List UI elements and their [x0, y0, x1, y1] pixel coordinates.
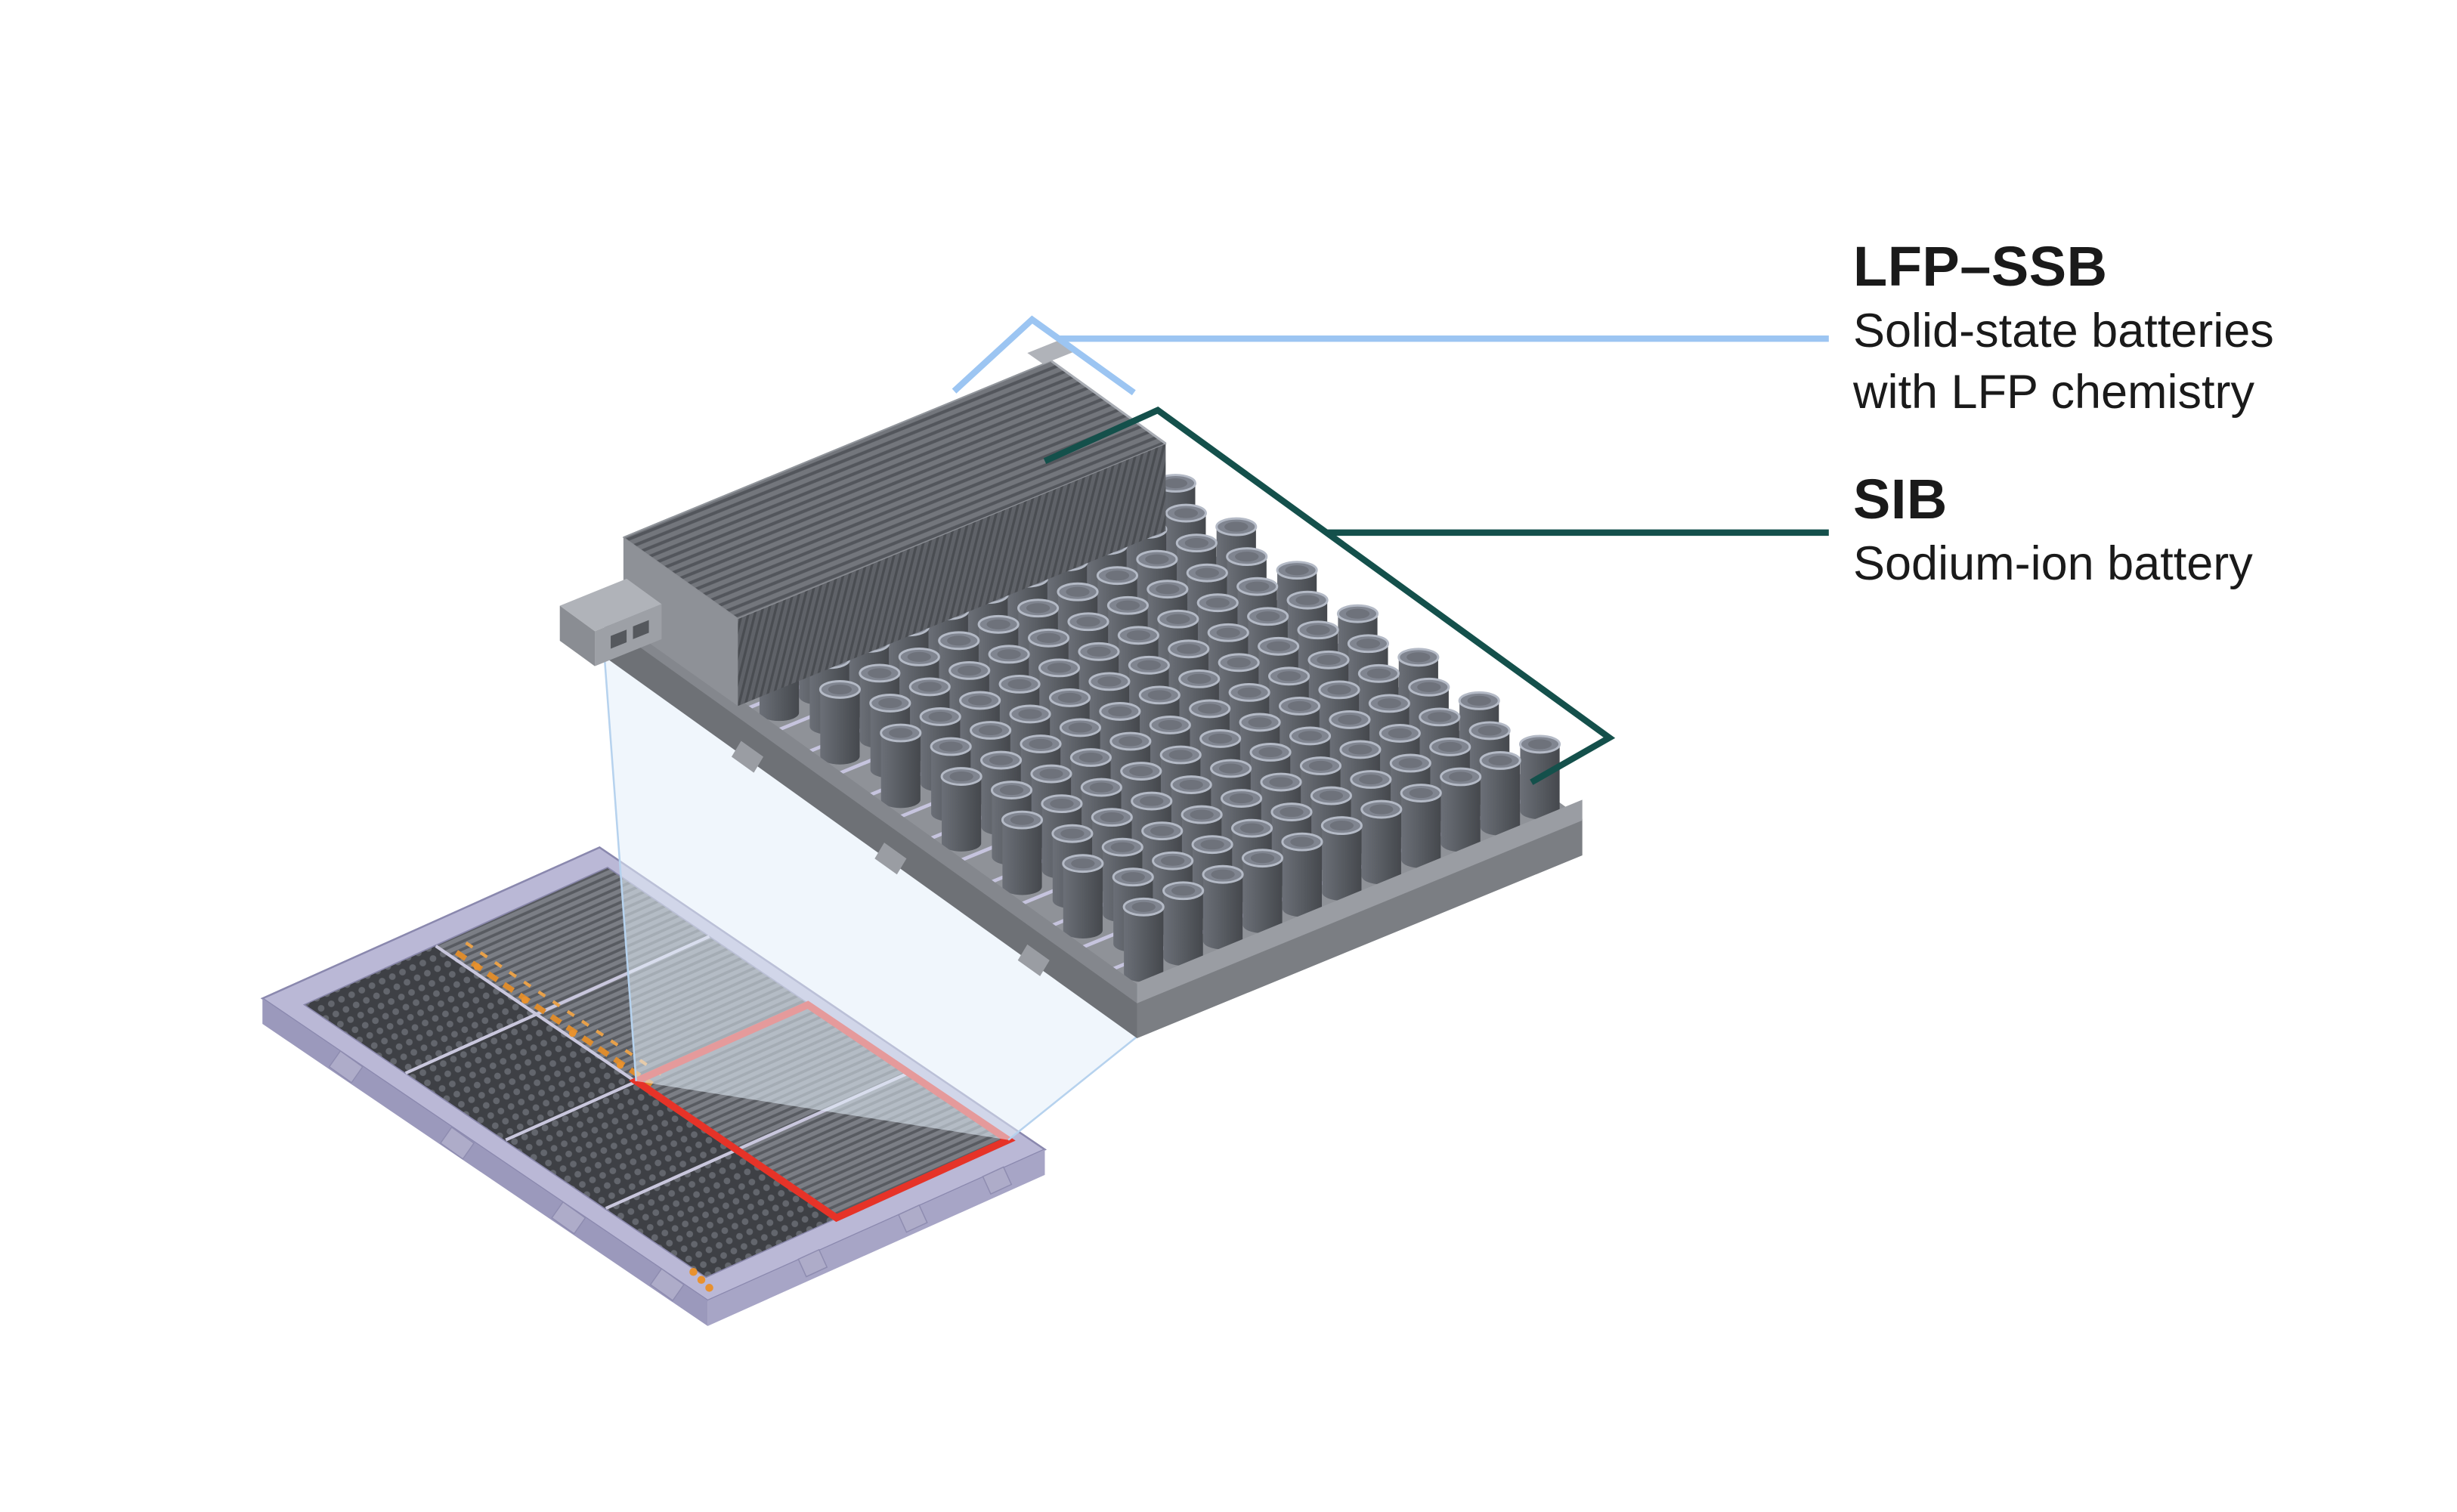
battery-cell	[940, 767, 982, 852]
callout-sib	[1043, 407, 1829, 785]
pack-tray-front-right-wall	[707, 1149, 1045, 1326]
module-corner-tab	[1027, 340, 1075, 364]
pack-wiring-harness	[454, 941, 663, 1087]
pack-connector-dots	[689, 1268, 713, 1292]
battery-cell	[1518, 734, 1561, 820]
battery-cell	[1162, 881, 1205, 966]
module-rim-right	[1137, 799, 1583, 1003]
battery-cell	[1122, 897, 1165, 982]
battery-cell	[1062, 854, 1104, 939]
zoom-projection	[603, 654, 1138, 1141]
sib-callout-bracket	[1043, 407, 1616, 785]
battery-cell	[1001, 810, 1044, 895]
sib-label: SIB Sodium-ion battery	[1853, 465, 2253, 595]
lfp-ssb-label-desc-line1: Solid-state batteries	[1853, 305, 2274, 358]
battery-module-detail	[559, 340, 1583, 1038]
module-tray-front-right-face	[1137, 818, 1583, 1038]
battery-cell	[1202, 864, 1244, 950]
battery-cell	[1479, 751, 1521, 836]
battery-cell	[1440, 767, 1482, 852]
pack-mounting-tabs	[328, 1050, 1013, 1302]
lfp-ssb-block	[622, 360, 1167, 707]
lfp-ssb-label: LFP–SSB Solid-state batteries with LFP c…	[1853, 233, 2274, 423]
battery-cell	[880, 723, 922, 809]
battery-cell	[1360, 799, 1403, 885]
battery-cell	[1400, 784, 1442, 868]
callout-lfp-ssb	[952, 315, 1829, 396]
module-tray-front-left-face	[604, 620, 1137, 1038]
battery-cell	[818, 680, 861, 765]
pack-tray-front-left-wall	[262, 998, 708, 1326]
battery-cell	[1320, 816, 1363, 901]
lfp-block-left-face	[623, 537, 738, 707]
sib-label-title: SIB	[1853, 468, 1948, 530]
sib-label-desc-line1: Sodium-ion battery	[1853, 537, 2253, 591]
lfp-callout-bracket	[952, 315, 1136, 396]
module-feet	[731, 741, 1050, 976]
battery-cell	[1281, 832, 1323, 917]
battery-cell	[1241, 849, 1284, 933]
zoom-projection-beam	[604, 654, 1137, 1140]
lfp-block-front-face	[738, 444, 1166, 707]
lfp-ssb-label-title: LFP–SSB	[1853, 235, 2108, 298]
module-end-bracket	[559, 578, 662, 666]
lfp-ssb-label-desc-line2: with LFP chemistry	[1853, 365, 2254, 419]
